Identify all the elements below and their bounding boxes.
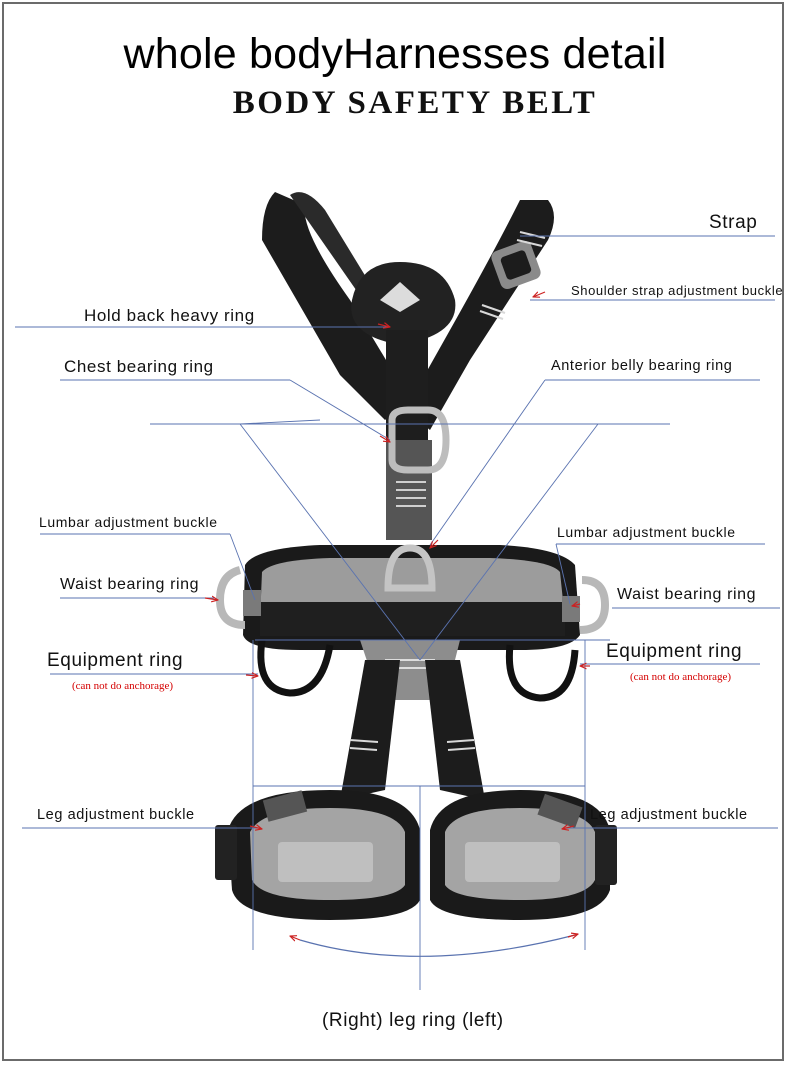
- label-hold-back-heavy-ring: Hold back heavy ring: [84, 306, 255, 325]
- label-waist-bearing-ring-right: Waist bearing ring: [617, 586, 757, 603]
- label-equipment-ring-left: Equipment ring: [47, 650, 184, 671]
- harness-illustration: [215, 192, 617, 920]
- note-cannot-anchor-right: (can not do anchorage): [630, 671, 732, 683]
- label-leg-adjustment-buckle-right: Leg adjustment buckle: [590, 807, 748, 823]
- label-waist-bearing-ring-left: Waist bearing ring: [60, 576, 200, 593]
- label-leg-ring: (Right) leg ring (left): [322, 1010, 504, 1031]
- label-lumbar-adjustment-buckle-left: Lumbar adjustment buckle: [39, 514, 218, 530]
- label-leg-adjustment-buckle-left: Leg adjustment buckle: [37, 807, 195, 823]
- label-anterior-belly-bearing-ring: Anterior belly bearing ring: [551, 358, 733, 374]
- label-equipment-ring-right: Equipment ring: [606, 641, 743, 662]
- leader-lines: [15, 235, 780, 990]
- page-title: whole bodyHarnesses detail: [123, 30, 667, 78]
- label-strap: Strap: [709, 212, 758, 233]
- label-chest-bearing-ring: Chest bearing ring: [64, 357, 214, 376]
- label-lumbar-adjustment-buckle-right: Lumbar adjustment buckle: [557, 524, 736, 540]
- page-subtitle: BODY SAFETY BELT: [232, 85, 598, 121]
- pointer-arrows: [204, 291, 590, 957]
- note-cannot-anchor-left: (can not do anchorage): [72, 680, 174, 692]
- label-shoulder-strap-adjustment-buckle: Shoulder strap adjustment buckle: [571, 283, 784, 298]
